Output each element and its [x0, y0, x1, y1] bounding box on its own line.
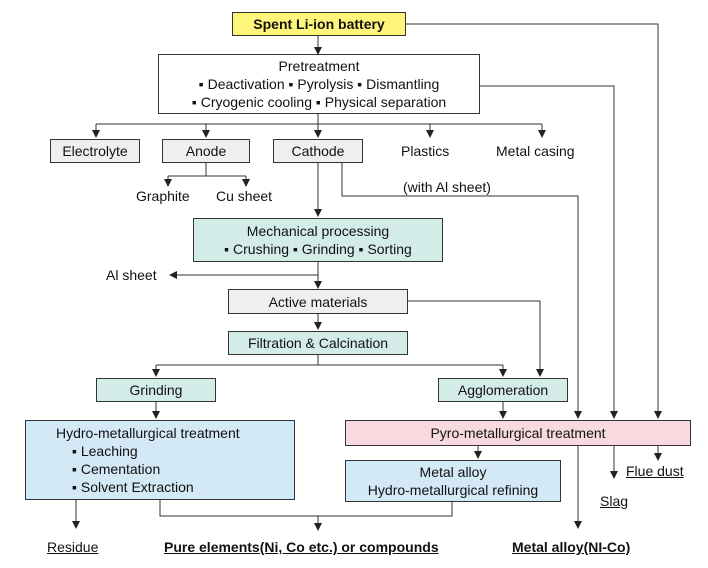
flue-dust-label: Flue dust [626, 463, 684, 479]
active-materials-label: Active materials [268, 293, 368, 310]
mechanical-title: Mechanical processing [246, 223, 390, 239]
anode-label: Anode [185, 143, 227, 159]
filtration-label: Filtration & Calcination [247, 335, 389, 351]
refining-box: Metal alloy Hydro-metallurgical refining [345, 460, 561, 502]
metal-casing-label: Metal casing [496, 143, 575, 159]
pretreatment-box: Pretreatment ▪ Deactivation ▪ Pyrolysis … [158, 54, 480, 114]
hydro-item-leaching: ▪ Leaching [72, 443, 138, 459]
active-materials-box: Active materials [228, 289, 408, 314]
anode-box: Anode [162, 139, 250, 163]
hydro-item-solvent-extraction: ▪ Solvent Extraction [72, 479, 194, 495]
filtration-calcination-box: Filtration & Calcination [228, 331, 408, 355]
plastics-label: Plastics [401, 143, 450, 159]
arrow-spent-to-pyro-right [406, 23, 662, 419]
mechanical-steps: ▪ Crushing ▪ Grinding ▪ Sorting [224, 241, 412, 257]
hydro-item-cementation: ▪ Cementation [72, 461, 161, 477]
cathode-label: Cathode [291, 143, 345, 159]
graphite-label: Graphite [136, 188, 190, 204]
arrow-active-to-agglomeration [408, 300, 544, 377]
residue-label: Residue [47, 539, 99, 555]
spent-battery-label: Spent Li-ion battery [253, 16, 385, 32]
with-al-sheet-label: (with Al sheet) [403, 179, 491, 195]
hydro-title: Hydro-metallurgical treatment [56, 425, 240, 441]
arrow-pretreatment-to-pyro [480, 85, 618, 419]
refining-line-1: Metal alloy [419, 464, 487, 480]
refining-line-2: Hydro-metallurgical refining [367, 482, 539, 498]
spent-battery-box: Spent Li-ion battery [232, 12, 406, 36]
slag-label: Slag [600, 493, 629, 509]
electrolyte-box: Electrolyte [50, 139, 140, 163]
electrolyte-label: Electrolyte [62, 143, 128, 159]
agglomeration-label: Agglomeration [457, 382, 549, 398]
pure-elements-label: Pure elements(Ni, Co etc.) or compounds [164, 539, 439, 555]
agglomeration-box: Agglomeration [438, 378, 568, 402]
grinding-box: Grinding [96, 378, 216, 402]
al-sheet-label: Al sheet [106, 267, 157, 283]
pretreatment-line-1: ▪ Deactivation ▪ Pyrolysis ▪ Dismantling [198, 76, 440, 92]
hydro-treatment-box: Hydro-metallurgical treatment ▪ Leaching… [25, 420, 295, 500]
cathode-box: Cathode [273, 139, 363, 163]
pretreatment-title: Pretreatment [278, 58, 360, 74]
arrow-cathode-to-pyro [341, 163, 582, 419]
pyro-treatment-box: Pyro-metallurgical treatment [345, 420, 691, 446]
metal-alloy-output-label: Metal alloy(NI-Co) [512, 539, 631, 555]
pretreatment-line-2: ▪ Cryogenic cooling ▪ Physical separatio… [191, 94, 447, 110]
pyro-label: Pyro-metallurgical treatment [430, 425, 606, 441]
mechanical-processing-box: Mechanical processing ▪ Crushing ▪ Grind… [193, 218, 443, 262]
grinding-label: Grinding [129, 382, 183, 398]
cu-sheet-label: Cu sheet [216, 188, 273, 204]
